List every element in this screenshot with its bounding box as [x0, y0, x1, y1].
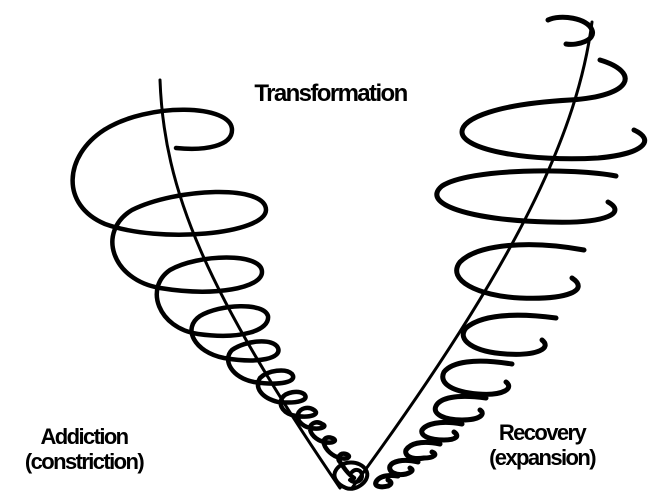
- transformation-label: Transformation: [238, 80, 423, 108]
- left-spiral-coil: [73, 110, 354, 478]
- recovery-label-line2: (expansion): [462, 445, 622, 470]
- recovery-label: Recovery (expansion): [462, 420, 622, 471]
- addiction-label-line1: Addiction: [4, 424, 164, 449]
- addiction-label-line2: (constriction): [4, 449, 164, 474]
- recovery-label-line1: Recovery: [462, 420, 622, 445]
- addiction-label: Addiction (constriction): [4, 424, 164, 475]
